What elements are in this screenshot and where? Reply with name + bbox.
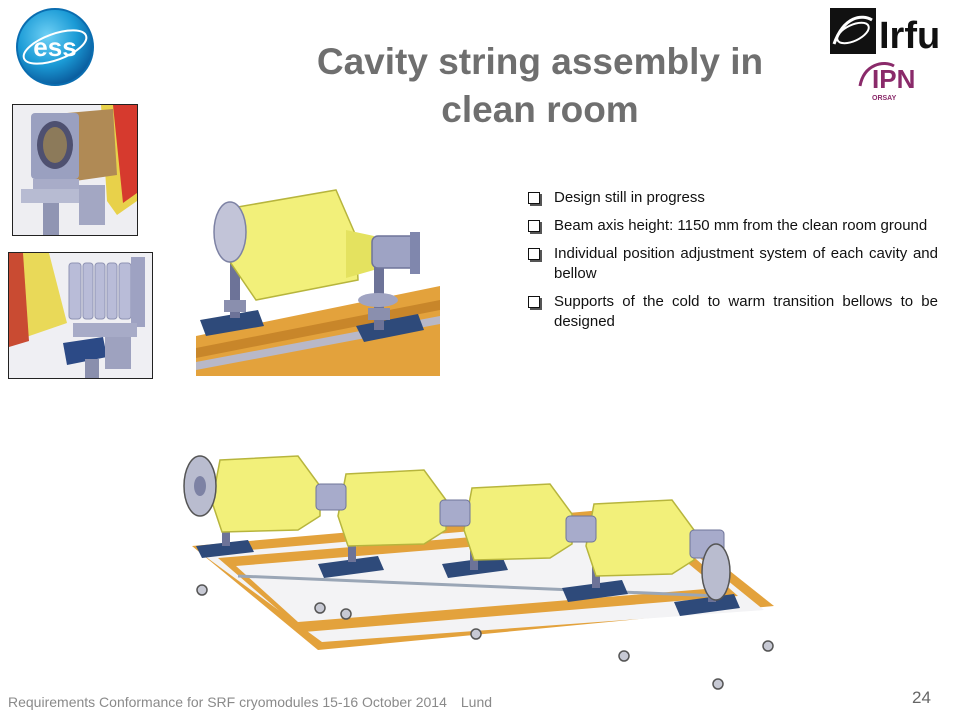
ipn-logo-subtext: ORSAY	[872, 95, 897, 102]
bullet-text: Supports of the cold to warm transition …	[554, 293, 938, 330]
bullet-text: Design still in progress	[554, 189, 705, 206]
list-item: Supports of the cold to warm transition …	[526, 292, 938, 332]
footer-text: Requirements Conformance for SRF cryomod…	[8, 694, 447, 710]
ess-logo: ess	[16, 8, 94, 86]
ipn-logo-text: IPN	[872, 64, 915, 94]
irfu-logo: Irfu	[830, 8, 938, 56]
bullet-list: Design still in progress Beam axis heigh…	[526, 188, 938, 340]
list-item: Design still in progress	[526, 188, 938, 208]
list-item: Individual position adjustment system of…	[526, 244, 938, 284]
cavity-string-render	[183, 455, 774, 690]
photo-cavity-flange	[12, 104, 138, 236]
irfu-logo-text: Irfu	[879, 15, 938, 56]
ess-logo-text: ess	[33, 32, 76, 62]
photo-bellows	[8, 252, 153, 379]
list-item: Beam axis height: 1150 mm from the clean…	[526, 216, 938, 236]
footer-location: Lund	[460, 694, 493, 710]
cavity-support-render	[196, 189, 440, 376]
page-number: 24	[912, 688, 931, 707]
checkbox-bullet-icon	[528, 296, 540, 308]
ipn-logo: IPN ORSAY	[858, 62, 915, 102]
title-line-2: clean room	[441, 89, 639, 130]
slide-title: Cavity string assembly in clean room	[260, 38, 820, 134]
title-line-1: Cavity string assembly in	[316, 41, 764, 82]
checkbox-bullet-icon	[528, 220, 540, 232]
checkbox-bullet-icon	[528, 192, 540, 204]
photo-cavity-flange-image	[13, 105, 137, 235]
bullet-text: Individual position adjustment system of…	[554, 245, 938, 282]
photo-bellows-image	[9, 253, 152, 378]
bullet-text: Beam axis height: 1150 mm from the clean…	[554, 217, 928, 234]
checkbox-bullet-icon	[528, 248, 540, 260]
slide-footer: Requirements Conformance for SRF cryomod…	[8, 694, 492, 710]
